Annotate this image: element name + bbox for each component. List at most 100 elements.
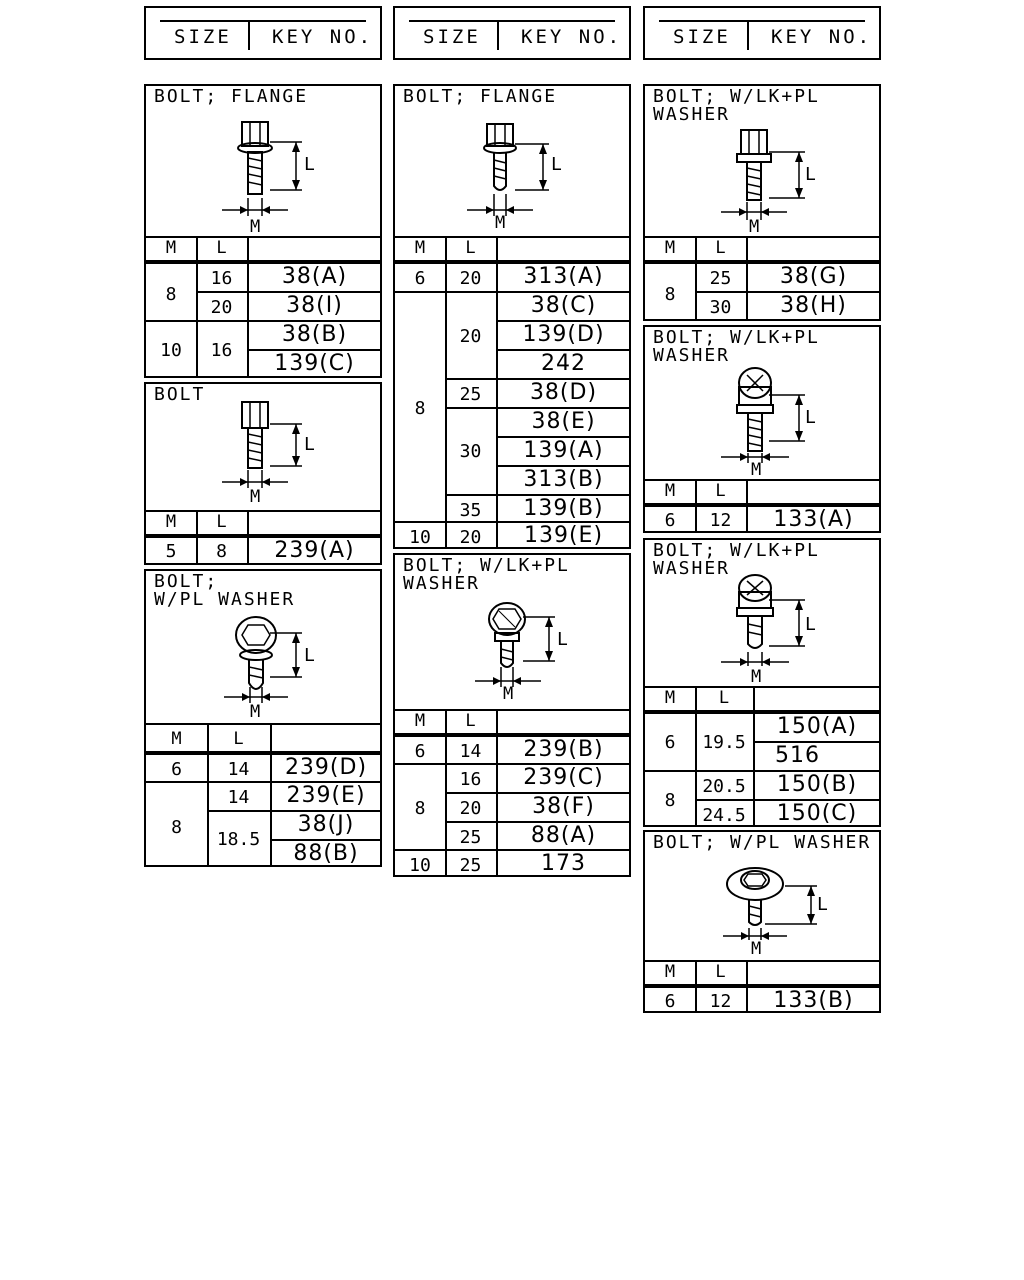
dim-m: M <box>250 217 260 236</box>
cell-key: 38(D) <box>529 380 598 405</box>
cell-key: 313(A) <box>523 264 604 289</box>
col-header-l: L <box>715 481 726 501</box>
cell-key: 139(C) <box>274 351 355 376</box>
cell-key: 139(E) <box>523 523 604 548</box>
svg-text:M: M <box>250 487 260 507</box>
panel-bolt-flange-col1: BOLT; FLANGE L M M L 8 16 38(A) 20 38(I)… <box>144 84 382 378</box>
cell-l: 30 <box>459 441 482 462</box>
cell-key: 38(H) <box>780 293 847 318</box>
svg-text:L: L <box>551 154 562 175</box>
cell-m: 8 <box>664 284 676 305</box>
col-header-l: L <box>718 688 730 708</box>
panel-bolt-flange-col2: BOLT; FLANGE L M M L 6 20 313(A) 8 20 38… <box>393 84 631 549</box>
cell-key: 38(J) <box>297 812 355 837</box>
cell-m: 10 <box>409 527 431 548</box>
cell-key: 38(G) <box>779 264 848 289</box>
panel-bolt-lk-pl-washer-col3-a: BOLT; W/LK+PL WASHER L M M L 8 25 38(G) … <box>643 84 881 321</box>
col-header-m: M <box>664 481 676 501</box>
cell-l: 14 <box>227 787 250 808</box>
cell-l: 12 <box>709 991 732 1012</box>
cell-m: 6 <box>414 741 426 762</box>
col-header-l: L <box>715 962 726 982</box>
cell-key: 139(B) <box>523 496 604 521</box>
cell-m: 8 <box>171 817 182 838</box>
svg-text:M: M <box>250 702 260 722</box>
cell-l: 16 <box>210 268 233 289</box>
cell-l: 19.5 <box>702 732 746 753</box>
cell-l: 8 <box>216 541 227 562</box>
cell-key: 242 <box>541 351 586 376</box>
cell-m: 10 <box>409 855 431 876</box>
panel-title: BOLT <box>154 384 206 405</box>
cell-l: 20 <box>210 297 233 318</box>
cell-l: 20.5 <box>702 776 746 797</box>
svg-text:M: M <box>749 217 759 236</box>
svg-text:L: L <box>805 164 816 185</box>
cell-l: 24.5 <box>702 805 746 826</box>
svg-text:L: L <box>304 434 315 455</box>
panel-title: BOLT; W/LK+PL WASHER <box>653 327 820 366</box>
cell-key: 139(D) <box>522 322 605 347</box>
cell-key: 150(C) <box>776 801 858 826</box>
svg-text:M: M <box>503 684 513 704</box>
cell-key: 88(B) <box>293 841 359 866</box>
cell-key: 38(A) <box>281 264 348 289</box>
key-label: KEY NO. <box>272 26 374 48</box>
cell-key: 150(A) <box>776 714 858 739</box>
cell-key: 239(C) <box>523 765 604 790</box>
svg-text:L: L <box>817 894 828 915</box>
cell-key: 38(C) <box>530 293 597 318</box>
panel-bolt-col1: BOLT L M M L 5 8 239(A) <box>144 382 382 565</box>
panel-title: BOLT; W/LK+PL WASHER <box>653 86 820 125</box>
svg-text:M: M <box>751 667 761 687</box>
panel-bolt-lk-pl-washer-col3-b: BOLT; W/LK+PL WASHER L M M L 6 12 133(A) <box>643 325 881 533</box>
key-label: KEY NO. <box>771 26 873 48</box>
panel-bolt-pl-washer-col1: BOLT; W/PL WASHER L M M L 6 14 239(D) 8 … <box>144 569 382 867</box>
cell-m: 8 <box>664 790 676 811</box>
panel-bolt-lk-pl-washer-col2: BOLT; W/LK+PL WASHER L M M L 6 14 239(B)… <box>393 553 631 877</box>
col-header-m: M <box>414 711 426 731</box>
cell-m: 8 <box>414 398 426 419</box>
svg-text:L: L <box>304 645 315 666</box>
panel-bolt-pl-washer-col3: BOLT; W/PL WASHER L M M L 6 12 133(B) <box>643 830 881 1013</box>
pl-washer-bolt-icon: L M <box>224 616 315 722</box>
header-size-key-col3: SIZE KEY NO. <box>643 6 881 60</box>
cell-l: 25 <box>459 827 482 848</box>
cell-key: 88(A) <box>530 823 597 848</box>
panel-bolt-lk-pl-washer-col3-c: BOLT; W/LK+PL WASHER L M M L 6 19.5 150(… <box>643 538 881 827</box>
cell-m: 8 <box>165 284 177 305</box>
col-header-m: M <box>664 962 676 982</box>
cell-l: 35 <box>459 500 482 521</box>
cell-key: 139(A) <box>523 438 604 463</box>
size-label: SIZE <box>673 26 731 48</box>
svg-text:M: M <box>751 460 761 479</box>
svg-text:M: M <box>751 939 761 959</box>
cell-l: 18.5 <box>216 829 261 850</box>
size-label: SIZE <box>423 26 481 48</box>
lk-pl-washer-bolt-icon: L M <box>475 602 568 704</box>
col-header-l: L <box>233 729 244 749</box>
svg-text:L: L <box>557 629 568 650</box>
pl-washer-bolt-icon: L M <box>723 867 828 959</box>
cell-l: 30 <box>709 297 732 318</box>
cell-m: 8 <box>414 798 426 819</box>
flange-bolt-icon: L M <box>222 121 315 236</box>
cross-head-bolt-icon: L M <box>721 367 816 479</box>
col-header-m: M <box>165 238 177 258</box>
cell-key: 173 <box>541 851 586 876</box>
cell-m: 6 <box>414 268 426 289</box>
cell-key: 150(B) <box>776 772 858 797</box>
cell-l: 14 <box>227 759 250 780</box>
col-header-m: M <box>165 512 177 532</box>
cell-key: 239(E) <box>286 783 366 808</box>
col-header-l: L <box>465 238 476 258</box>
panel-title: BOLT; W/LK+PL WASHER <box>653 540 820 579</box>
col-header-l: L <box>465 711 476 731</box>
cell-key: 239(B) <box>523 737 604 762</box>
cross-head-bolt-icon: L M <box>721 574 816 687</box>
col-header-m: M <box>171 729 182 749</box>
panel-title: BOLT; FLANGE <box>403 86 558 107</box>
svg-text:L: L <box>805 614 816 635</box>
cell-key: 313(B) <box>523 467 604 492</box>
col-header-l: L <box>216 238 227 258</box>
